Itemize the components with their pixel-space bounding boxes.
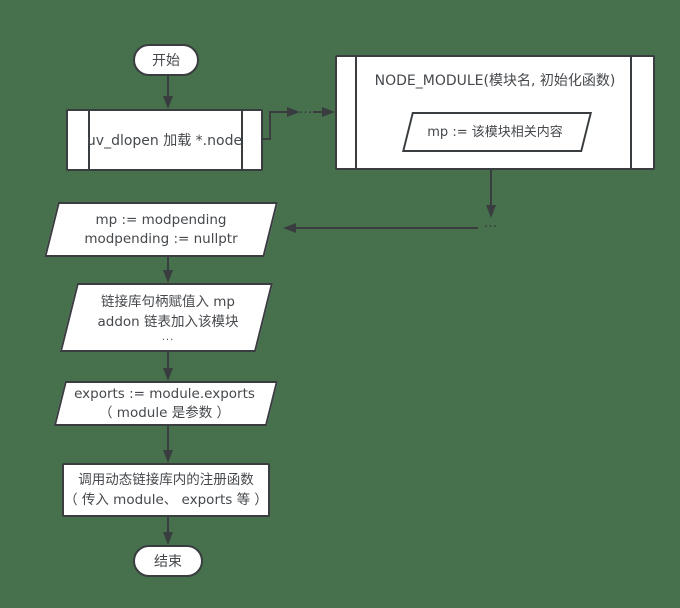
handle-line-1: 链接库句柄赋值入 mp xyxy=(100,293,235,310)
arrow-register-to-end-head xyxy=(163,532,173,545)
arrow-start-to-load-shaft xyxy=(167,76,169,97)
connector-load-head xyxy=(287,107,300,117)
arrow-modpending-to-handle-shaft xyxy=(167,257,169,271)
register-node: 调用动态链接库内的注册函数 （ 传入 module、 exports 等 ） xyxy=(62,463,270,517)
arrow-start-to-load-head xyxy=(163,96,173,109)
node-module-title: NODE_MODULE(模块名, 初始化函数) xyxy=(374,73,616,89)
arrow-nodemodule-down-shaft xyxy=(490,170,492,205)
node-module-node: NODE_MODULE(模块名, 初始化函数) mp := 该模块相关内容 xyxy=(335,55,655,170)
end-node-label: 结束 xyxy=(154,554,182,570)
load-node-label: uv_dlopen 加载 *.node xyxy=(86,133,243,149)
arrow-to-modpending-shaft xyxy=(295,227,478,229)
handle-node: 链接库句柄赋值入 mp addon 链表加入该模块 ... xyxy=(59,283,273,352)
arrow-exports-to-register-head xyxy=(163,450,173,463)
connector-nodemodule-in-shaft xyxy=(313,111,323,113)
exports-line-1: exports := module.exports xyxy=(74,385,255,402)
load-node-right-bar xyxy=(241,111,243,169)
start-node-label: 开始 xyxy=(152,53,180,69)
arrow-exports-to-register-shaft xyxy=(167,426,169,451)
connector-load-vertical xyxy=(269,112,271,140)
connector-load-stub xyxy=(262,138,271,140)
arrow-modpending-to-handle-head xyxy=(163,270,173,283)
arrow-handle-to-exports-shaft xyxy=(167,352,169,369)
register-line-1: 调用动态链接库内的注册函数 xyxy=(78,472,254,488)
end-node: 结束 xyxy=(133,545,203,577)
arrow-handle-to-exports-head xyxy=(163,368,173,381)
node-module-inner-label: mp := 该模块相关内容 xyxy=(427,124,563,140)
modpending-line-1: mp := modpending xyxy=(95,211,227,228)
connector-load-horizontal xyxy=(269,111,287,113)
arrow-register-to-end-shaft xyxy=(167,517,169,533)
handle-line-2: addon 链表加入该模块 xyxy=(97,313,239,330)
ellipsis-mid: ... xyxy=(484,220,498,230)
modpending-line-2: modpending := nullptr xyxy=(84,230,238,247)
connector-nodemodule-in-head xyxy=(322,107,335,117)
arrow-nodemodule-down-head xyxy=(486,205,496,218)
arrow-to-modpending-head xyxy=(283,223,296,233)
register-line-2: （ 传入 module、 exports 等 ） xyxy=(64,492,268,508)
handle-line-3: ... xyxy=(161,331,175,343)
load-node: uv_dlopen 加载 *.node xyxy=(66,109,263,171)
ellipsis-top: ... xyxy=(299,106,313,116)
node-module-left-bar xyxy=(355,57,357,168)
exports-line-2: （ module 是参数 ） xyxy=(99,404,230,421)
exports-node: exports := module.exports （ module 是参数 ） xyxy=(53,381,278,426)
load-node-left-bar xyxy=(88,111,90,169)
node-module-inner-parallelogram: mp := 该模块相关内容 xyxy=(402,112,592,152)
start-node: 开始 xyxy=(133,44,199,76)
modpending-node: mp := modpending modpending := nullptr xyxy=(44,202,279,257)
node-module-right-bar xyxy=(630,57,632,168)
